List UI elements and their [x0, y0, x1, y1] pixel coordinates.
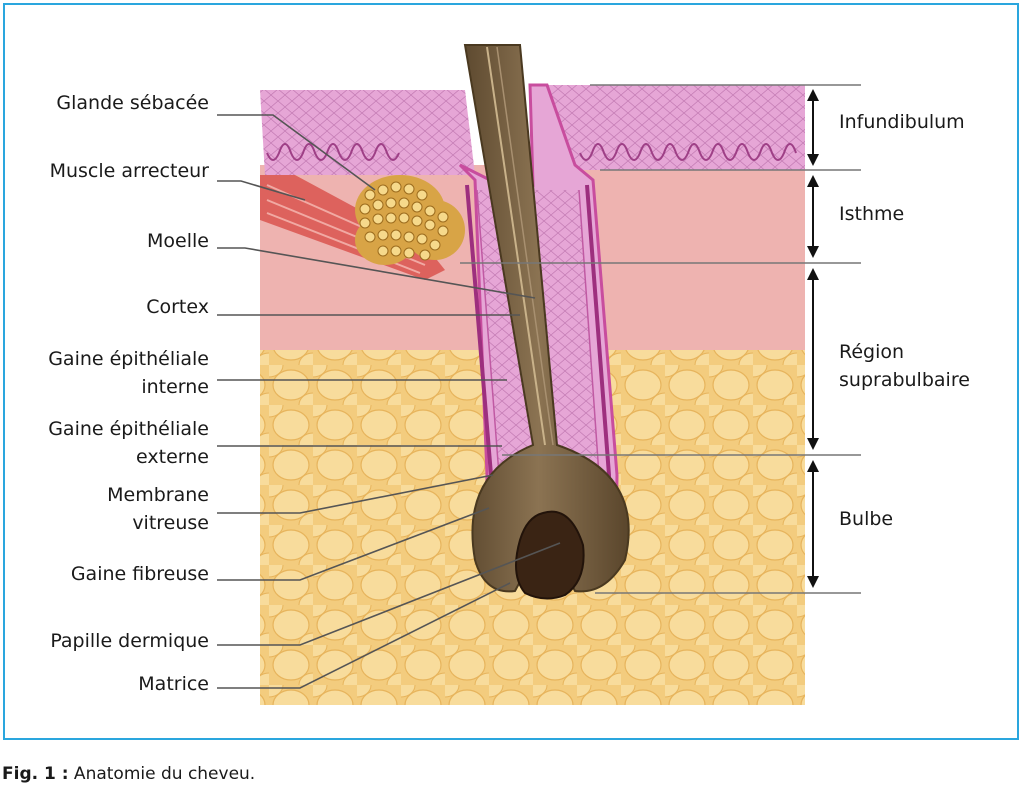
label-moelle: Moelle — [147, 230, 209, 252]
epidermis-right — [547, 85, 805, 170]
label-membrane-vitreuse: Membrane vitreuse — [107, 484, 209, 534]
label-infundibulum: Infundibulum — [839, 111, 965, 133]
leader-papille — [217, 542, 561, 646]
label-gaine-epitheliale-externe: Gaine épithéliale externe — [48, 418, 209, 468]
leader-membrane — [217, 474, 494, 514]
figure-frame: Glande sébacée Muscle arrecteur Moelle C… — [3, 3, 1019, 740]
hair-shaft — [463, 44, 630, 593]
label-papille-dermique: Papille dermique — [50, 630, 209, 652]
label-region-suprabulbaire: Région suprabulbaire — [839, 341, 970, 391]
leader-matrice — [217, 582, 511, 689]
caption-text: Anatomie du cheveu. — [68, 764, 256, 784]
leader-moelle — [217, 247, 536, 299]
label-matrice: Matrice — [138, 673, 209, 695]
leader-lines — [217, 114, 561, 689]
level-lines — [460, 84, 861, 594]
label-isthme: Isthme — [839, 203, 905, 225]
label-bulbe: Bulbe — [839, 508, 894, 530]
leader-glande — [217, 114, 376, 191]
caption-prefix: Fig. 1 : — [2, 764, 69, 784]
label-muscle-arrecteur: Muscle arrecteur — [49, 160, 209, 182]
leader-fibreuse — [217, 507, 490, 581]
epidermis-left — [260, 90, 475, 175]
figure-caption: Fig. 1 : Anatomie du cheveu. — [2, 764, 255, 784]
label-cortex: Cortex — [146, 296, 209, 318]
leader-muscle — [217, 180, 306, 201]
label-gaine-fibreuse: Gaine fibreuse — [70, 563, 209, 585]
region-arrows — [807, 89, 819, 588]
dermal-papilla — [515, 510, 585, 600]
label-gaine-epitheliale-interne: Gaine épithéliale interne — [48, 348, 209, 398]
sebaceous-gland — [355, 175, 465, 265]
hair-anatomy-diagram — [217, 44, 861, 705]
label-glande-sebacee: Glande sébacée — [56, 92, 209, 114]
